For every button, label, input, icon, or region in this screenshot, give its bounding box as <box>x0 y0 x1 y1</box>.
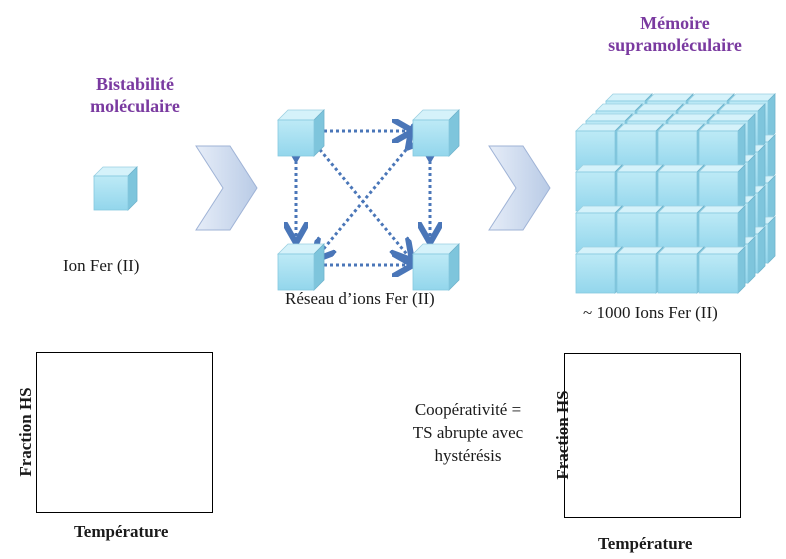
chevron-arrow-1 <box>195 145 258 231</box>
iron-ion-network-cubes <box>277 109 460 291</box>
cube <box>616 123 664 171</box>
cube <box>575 205 623 253</box>
title-right-line1: Mémoire <box>640 13 710 33</box>
cube <box>616 246 664 294</box>
cooperativity-text: Coopérativité = TS abrupte avec hystérés… <box>388 398 548 467</box>
cube <box>616 205 664 253</box>
cube <box>698 205 746 253</box>
title-left-line2: moléculaire <box>90 96 180 116</box>
title-right-line2: supramoléculaire <box>608 35 742 55</box>
title-molecular-bistability: Bistabilité moléculaire <box>70 73 200 117</box>
coop-line2: TS abrupte avec <box>412 423 524 442</box>
cube <box>277 243 325 291</box>
caption-single-ion: Ion Fer (II) <box>63 256 140 275</box>
cube <box>657 205 705 253</box>
graph-right-xlabel: Température <box>598 534 693 553</box>
coop-line3: hystérésis <box>434 446 502 465</box>
graph-left-frame <box>36 352 213 513</box>
title-left-line1: Bistabilité <box>95 74 174 94</box>
coop-line1: Coopérativité = <box>414 400 522 419</box>
cube <box>412 243 460 291</box>
cube <box>412 109 460 157</box>
cube <box>657 123 705 171</box>
interaction-arrows <box>296 131 430 265</box>
cube <box>575 246 623 294</box>
graph-right-frame <box>564 353 741 518</box>
cube <box>657 164 705 212</box>
graph-right-ylabel: Fraction HS <box>553 390 572 480</box>
cube <box>616 164 664 212</box>
cube <box>277 109 325 157</box>
cube <box>657 246 705 294</box>
cube <box>575 123 623 171</box>
single-iron-ion-cube <box>93 166 138 211</box>
supramolecular-cube-block <box>575 93 776 294</box>
cube <box>698 246 746 294</box>
title-supramolecular-memory: Mémoire supramoléculaire <box>585 12 765 56</box>
cube <box>575 164 623 212</box>
chevron-arrow-2 <box>488 145 551 231</box>
graph-left-xlabel: Température <box>74 522 169 541</box>
caption-ion-network: Réseau d’ions Fer (II) <box>285 289 435 308</box>
cube <box>698 123 746 171</box>
caption-thousand-ions: ~ 1000 Ions Fer (II) <box>583 303 718 322</box>
graph-left-ylabel: Fraction HS <box>16 387 35 477</box>
cube <box>93 166 138 211</box>
cube <box>698 164 746 212</box>
